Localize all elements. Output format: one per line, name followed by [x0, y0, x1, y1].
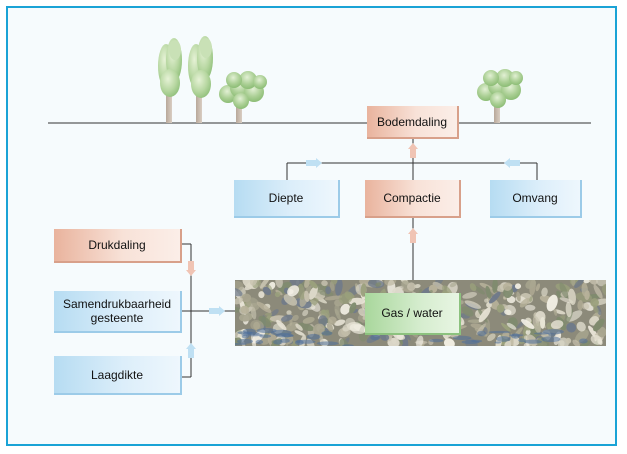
arrow-down-icon	[186, 261, 196, 276]
arrow-up-icon	[186, 343, 196, 358]
node-label: Laagdikte	[90, 367, 144, 382]
node-compactie: Compactie	[365, 180, 461, 218]
arrow-right-icon	[306, 158, 322, 168]
tree-icon	[188, 36, 213, 123]
tree-icon	[158, 38, 182, 123]
node-drukdaling: Drukdaling	[54, 229, 182, 263]
bush-icon	[219, 71, 267, 123]
node-gas-water: Gas / water	[365, 293, 461, 335]
arrow-right-icon	[504, 158, 520, 168]
node-label: Compactie	[383, 191, 441, 205]
bush-icon	[477, 69, 523, 123]
arrow-up-icon	[408, 228, 418, 243]
node-laagdikte: Laagdikte	[54, 356, 182, 395]
node-label: Diepte	[268, 191, 304, 205]
node-samendrukbaarheid-gesteente: Samendrukbaarheid gesteente	[54, 291, 182, 333]
node-label: Omvang	[512, 191, 558, 205]
node-label: Gas / water	[381, 306, 443, 320]
arrow-right-icon	[209, 306, 225, 316]
node-label: Bodemdaling	[376, 114, 448, 129]
node-diepte: Diepte	[234, 180, 340, 218]
diagram-frame: Bodemdaling Diepte Compactie Omvang Druk…	[6, 6, 617, 446]
node-label: Drukdaling	[88, 238, 146, 252]
node-omvang: Omvang	[490, 180, 582, 218]
arrow-up-icon	[408, 143, 418, 158]
node-label: Samendrukbaarheid gesteente	[62, 297, 172, 325]
diagram-graphics	[48, 36, 591, 378]
node-bodemdaling: Bodemdaling	[367, 106, 459, 139]
